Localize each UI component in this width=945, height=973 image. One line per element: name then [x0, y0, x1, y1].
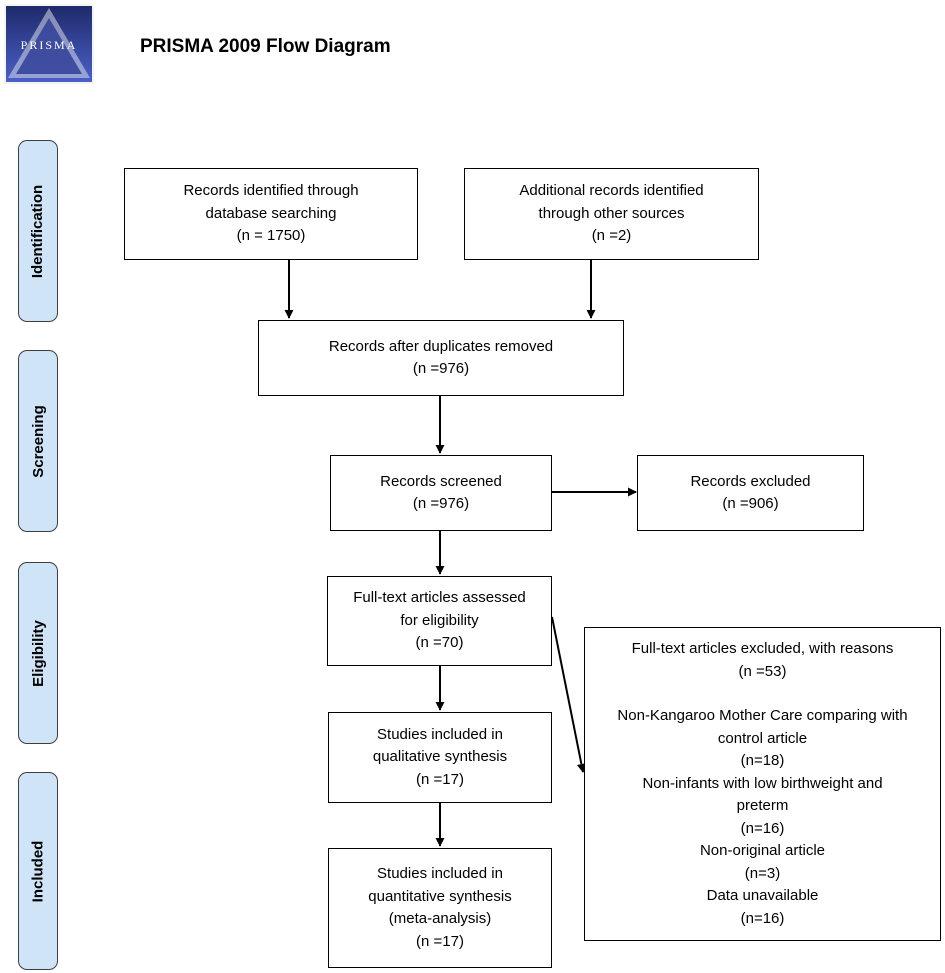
- box-text-line: (n = 1750): [236, 227, 306, 245]
- box-text-line: Records excluded: [690, 472, 811, 490]
- phase-included: Included: [18, 772, 58, 970]
- prisma-logo: PRISMA: [4, 4, 94, 84]
- box-text-line: quantitative synthesis: [368, 887, 512, 905]
- box-text-line: Data unavailable: [706, 887, 819, 904]
- box-text-line: (n =53): [738, 662, 787, 680]
- box-text-line: (n =17): [416, 770, 464, 788]
- phase-eligibility: Eligibility: [18, 562, 58, 744]
- box-text-line: (n =976): [412, 360, 470, 377]
- box-text-line: control article: [717, 729, 808, 747]
- box-text-line: (meta-analysis): [388, 910, 492, 927]
- records-database-box: Records identified through database sear…: [124, 168, 418, 260]
- box-text-line: (n =70): [415, 634, 464, 652]
- box-text-line: Records after duplicates removed: [328, 337, 554, 355]
- box-text-line: (n=16): [740, 819, 785, 837]
- box-text-line: Records identified through: [183, 182, 359, 200]
- arrow-fulltext-to-excluded: [551, 616, 586, 773]
- phase-identification: Identification: [18, 140, 58, 322]
- fulltext-excluded-box: Full-text articles excluded, with reason…: [584, 627, 941, 941]
- records-screened-box: Records screened (n =976): [330, 455, 552, 531]
- box-text-line: (n=18): [740, 752, 785, 769]
- phase-screening: Screening: [18, 350, 58, 532]
- box-text-line: through other sources: [538, 204, 685, 222]
- box-text-line: Non-infants with low birthweight and: [642, 774, 883, 792]
- box-text-line: database searching: [205, 204, 337, 222]
- diagram-title: PRISMA 2009 Flow Diagram: [140, 36, 391, 57]
- box-text-line: (n =2): [591, 227, 632, 245]
- box-text-line: (n =906): [722, 495, 779, 512]
- box-text-line: Additional records identified: [519, 182, 704, 200]
- box-text-line: Studies included in: [377, 865, 503, 882]
- duplicates-removed-box: Records after duplicates removed (n =976…: [258, 320, 624, 396]
- box-text-line: preterm: [736, 797, 789, 814]
- box-text-line: Full-text articles excluded, with reason…: [631, 640, 894, 657]
- quantitative-synthesis-box: Studies included in quantitative synthes…: [328, 848, 552, 968]
- box-text-line: (n=3): [744, 864, 781, 882]
- records-excluded-box: Records excluded (n =906): [637, 455, 864, 531]
- box-text-line: Full-text articles assessed: [353, 589, 526, 607]
- box-text-line: Studies included in: [377, 725, 503, 743]
- fulltext-assessed-box: Full-text articles assessed for eligibil…: [327, 576, 552, 666]
- box-text-line: qualitative synthesis: [372, 748, 508, 766]
- box-text-line: Non-original article: [699, 842, 826, 859]
- box-text-line: for eligibility: [400, 611, 479, 629]
- box-text-line: Non-Kangaroo Mother Care comparing with: [617, 707, 908, 724]
- box-text-line: (n =17): [416, 932, 464, 950]
- box-text-line: (n=16): [740, 909, 785, 927]
- box-text-line: Records screened: [380, 472, 502, 490]
- qualitative-synthesis-box: Studies included in qualitative synthesi…: [328, 712, 552, 803]
- box-text-line: (n =976): [412, 495, 470, 512]
- logo-text: PRISMA: [20, 38, 78, 52]
- records-other-sources-box: Additional records identified through ot…: [464, 168, 759, 260]
